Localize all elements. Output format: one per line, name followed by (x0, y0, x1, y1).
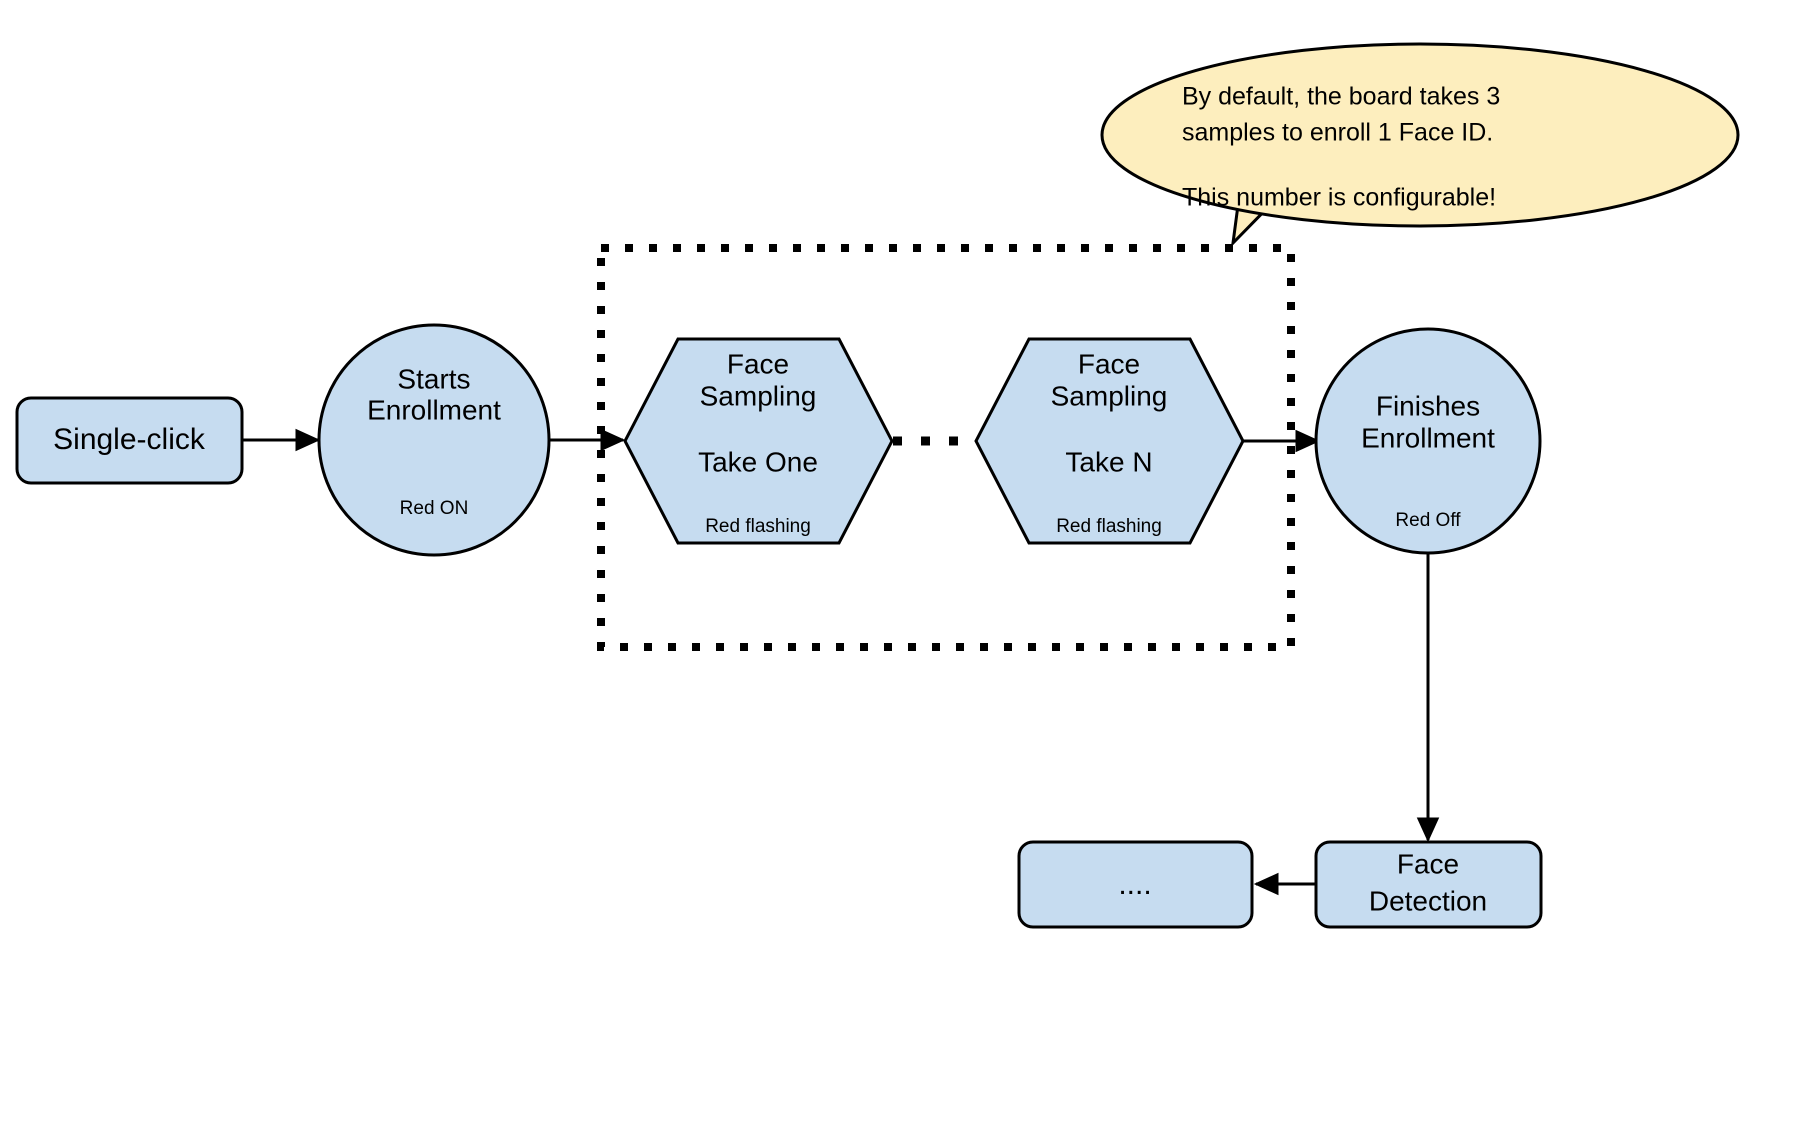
node-face-detection[interactable]: Face Detection (1314, 840, 1543, 929)
callout-line-2: samples to enroll 1 Face ID. (1182, 119, 1493, 147)
face-sampling-n-label-2: Sampling (1051, 380, 1168, 411)
face-sampling-n-hexagon[interactable] (974, 337, 1245, 545)
node-single-click[interactable]: Single-click (15, 396, 244, 485)
face-sampling-one-label-1: Face (727, 348, 789, 379)
face-sampling-one-hexagon[interactable] (623, 337, 894, 545)
starts-enrollment-circle[interactable] (317, 323, 551, 557)
starts-enrollment-label-1: Starts (397, 363, 470, 394)
face-detection-label-1: Face (1397, 848, 1459, 879)
face-sampling-n-status: Red flashing (1056, 516, 1162, 537)
face-sampling-n-label-1: Face (1078, 348, 1140, 379)
face-sampling-one-label-2: Sampling (700, 380, 817, 411)
next-steps-label: .... (1118, 868, 1151, 901)
starts-enrollment-label-2: Enrollment (367, 394, 501, 425)
single-click-box[interactable] (15, 396, 244, 485)
face-sampling-one-status: Red flashing (705, 516, 811, 537)
node-finishes-enrollment[interactable]: Finishes Enrollment Red Off (1314, 327, 1542, 555)
finishes-enrollment-status: Red Off (1395, 510, 1461, 531)
face-detection-label-2: Detection (1369, 885, 1487, 916)
face-detection-box[interactable] (1314, 840, 1543, 929)
callout-line-3: This number is configurable! (1182, 184, 1496, 212)
sampling-loop-region (597, 244, 1295, 651)
node-face-sampling-n[interactable]: Face Sampling Take N Red flashing (974, 337, 1245, 545)
next-steps-box[interactable] (1017, 840, 1254, 929)
node-starts-enrollment[interactable]: Starts Enrollment Red ON (317, 323, 551, 557)
node-face-sampling-one[interactable]: Face Sampling Take One Red flashing (623, 337, 894, 545)
single-click-label: Single-click (53, 423, 206, 456)
face-sampling-one-take: Take One (698, 446, 818, 477)
node-next-steps[interactable]: .... (1017, 840, 1254, 929)
finishes-enrollment-label-2: Enrollment (1361, 422, 1495, 453)
finishes-enrollment-label-1: Finishes (1376, 390, 1480, 421)
callout-line-1: By default, the board takes 3 (1182, 83, 1500, 111)
starts-enrollment-status: Red ON (400, 498, 469, 519)
face-sampling-n-take: Take N (1065, 446, 1152, 477)
callout-body (1100, 42, 1740, 228)
callout-bubble: By default, the board takes 3 samples to… (1100, 42, 1740, 248)
